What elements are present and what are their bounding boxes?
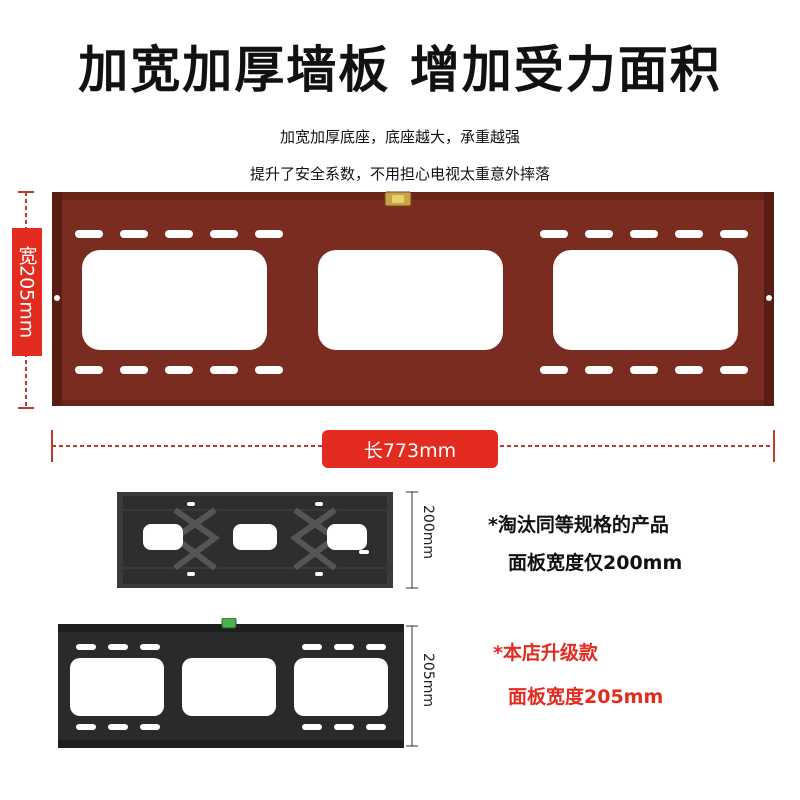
brown-wall-plate <box>52 191 774 406</box>
new-panel-dimension-line <box>406 625 418 747</box>
subline-1: 加宽加厚底座，底座越大，承重越强 <box>279 128 520 146</box>
subline-2: 提升了安全系数，不用担心电视太重意外摔落 <box>249 165 550 183</box>
new-panel-dimension: 205mm <box>420 653 436 707</box>
wall-plate-illustration <box>18 191 775 462</box>
headline: 加宽加厚墙板 增加受力面积 <box>78 41 722 99</box>
old-panel-dimension: 200mm <box>420 505 436 559</box>
old-panel-line-2: 面板宽度仅200mm <box>508 552 683 574</box>
width-label: 宽205mm <box>12 228 42 356</box>
new-panel-illustration <box>58 618 404 748</box>
length-label: 长773mm <box>322 430 498 468</box>
new-panel-line-1: *本店升级款 <box>493 642 598 664</box>
old-panel-line-1: *淘汰同等规格的产品 <box>488 514 669 536</box>
new-panel-line-2: 面板宽度205mm <box>508 686 664 708</box>
old-panel-illustration <box>117 492 393 588</box>
old-panel-dimension-line <box>406 491 418 589</box>
